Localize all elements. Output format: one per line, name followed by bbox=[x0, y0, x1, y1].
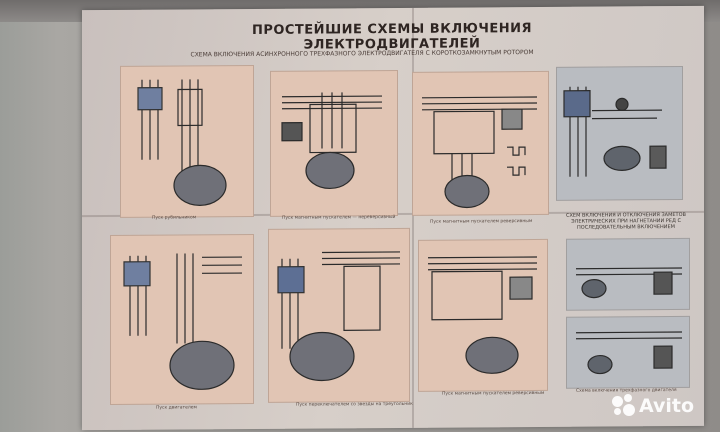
avito-watermark-text: Avito bbox=[639, 395, 695, 417]
avito-watermark: Avito bbox=[612, 392, 712, 420]
avito-logo-icon bbox=[612, 394, 636, 418]
poster: ПРОСТЕЙШИЕ СХЕМЫ ВКЛЮЧЕНИЯ ЭЛЕКТРОДВИГАТ… bbox=[82, 5, 704, 431]
wiring-diagrams bbox=[123, 79, 682, 390]
